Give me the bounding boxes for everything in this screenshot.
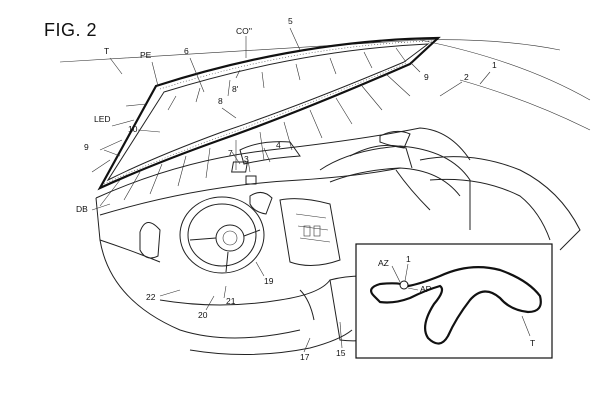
inset-label-1: 1 (406, 254, 411, 264)
label-8: 8 (218, 96, 223, 106)
label-T: T (104, 46, 109, 56)
label-21: 21 (226, 296, 236, 306)
label-7: 7 (228, 148, 233, 158)
label-6: 6 (184, 46, 189, 56)
label-15: 15 (336, 348, 346, 358)
label-3: 3 (244, 154, 249, 164)
label-co: CO'' (236, 26, 252, 36)
label-1: 1 (492, 60, 497, 70)
seats (99, 239, 401, 356)
label-20: 20 (198, 310, 208, 320)
windscreen (97, 36, 441, 191)
inset-label-T: T (530, 338, 535, 348)
track-inset: AZ 1 AP T (355, 243, 553, 359)
label-8p: 8' (232, 84, 239, 94)
body-outline (59, 39, 591, 131)
center-console (279, 198, 341, 266)
inset-label-AZ: AZ (378, 258, 389, 268)
label-9-left: 9 (84, 142, 89, 152)
leader-lines (91, 27, 491, 353)
label-PE: PE (140, 50, 152, 60)
label-5: 5 (288, 16, 293, 26)
inset-label-AP: AP (420, 284, 432, 294)
label-19: 19 (264, 276, 274, 286)
label-22: 22 (146, 292, 156, 302)
steering-wheel (179, 196, 265, 274)
figure-title: FIG. 2 (44, 20, 98, 40)
reference-labels: 5 CO'' T PE 6 1 2 9 8' 8 LED 10 9 7 4 3 … (76, 16, 497, 362)
label-10: 10 (128, 124, 138, 134)
label-LED: LED (94, 114, 111, 124)
light-rays (91, 47, 411, 207)
label-4: 4 (276, 140, 281, 150)
label-17: 17 (300, 352, 310, 362)
label-DB: DB (76, 204, 88, 214)
passenger-side (319, 144, 581, 251)
label-9-top: 9 (424, 72, 429, 82)
label-2: 2 (464, 72, 469, 82)
